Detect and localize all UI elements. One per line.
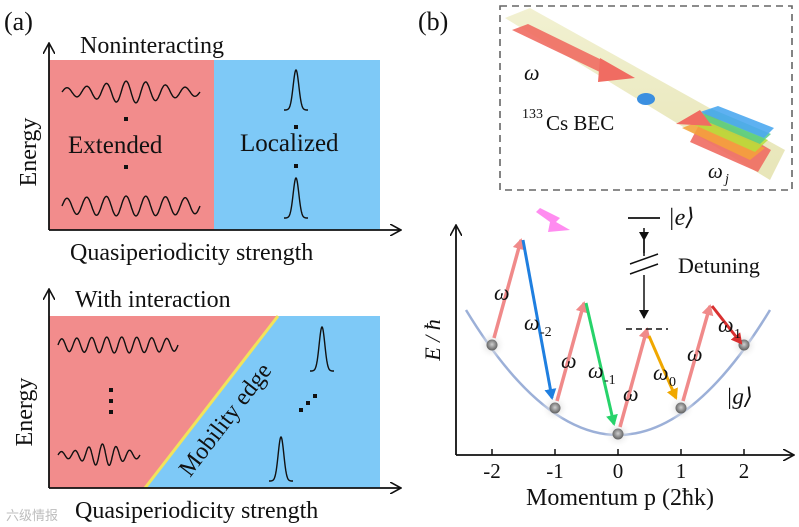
- isotope-label: 133: [522, 107, 543, 122]
- beam: [700, 106, 774, 138]
- omega-minus-1-subscript: -1: [604, 373, 616, 388]
- dot: [306, 401, 310, 405]
- ground-state-label: |g⟩: [726, 384, 753, 409]
- extended-wavefunction-lower: [61, 195, 201, 217]
- omega-minus-1-label: ω: [588, 358, 604, 383]
- omega-minus-2-label: ω: [524, 310, 540, 335]
- extended-wavefunction-lower: [57, 443, 141, 466]
- dot: [313, 394, 317, 398]
- mobility-edge-line: [143, 315, 280, 489]
- pointer-arrow: [536, 208, 570, 232]
- extended-label: Extended: [68, 132, 163, 159]
- emission-arrow-omega-0: [647, 335, 678, 400]
- top-phase-diagram: Noninteracting Quasiperiodicity strength…: [16, 33, 400, 266]
- atom-p-0: [612, 428, 624, 440]
- localized-wavefunction-upper: [284, 69, 308, 111]
- dot: [294, 164, 298, 168]
- bec-inset: ω 133 Cs BEC ω j: [499, 5, 793, 191]
- x-tick-label: 1: [676, 459, 687, 483]
- break-mark: [629, 263, 659, 275]
- momentum-axis-label: Momentum p (2ħk): [526, 485, 714, 511]
- top-xlabel: Quasiperiodicity strength: [70, 240, 313, 266]
- x-tick-label: -2: [483, 459, 501, 483]
- dot: [124, 165, 128, 169]
- atom-p-minus-1: [549, 402, 561, 414]
- absorption-arrow: [492, 238, 525, 339]
- omega-0-subscript: 0: [669, 375, 676, 390]
- break-mark: [629, 253, 659, 265]
- omega-1-label: ω: [718, 312, 734, 337]
- watermark: 六级情报: [6, 509, 58, 524]
- beam2-subscript: j: [723, 172, 729, 187]
- emission-arrow-omega-minus-1: [584, 302, 618, 426]
- localized-wavefunction-lower: [269, 436, 293, 482]
- extended-wavefunction-upper: [57, 336, 179, 354]
- dot: [294, 125, 298, 129]
- atom-p-1: [675, 402, 687, 414]
- localized-label: Localized: [240, 130, 339, 157]
- panel-b-label: (b): [418, 7, 448, 36]
- absorption-arrow: [618, 327, 651, 428]
- bottom-phase-diagram: With interaction Quasiperiodicity streng…: [12, 287, 400, 524]
- extended-region: [49, 316, 278, 488]
- extended-wavefunction-upper: [61, 80, 201, 104]
- dot: [299, 408, 303, 412]
- omega-minus-2-subscript: -2: [540, 325, 552, 340]
- absorption-arrow: [681, 304, 714, 402]
- emission-arrow-omega-1: [710, 305, 743, 345]
- energy-axis-label: E / ħ: [420, 319, 445, 362]
- dot: [124, 117, 128, 121]
- omega-label: ω: [494, 280, 510, 305]
- omega-0-label: ω: [653, 360, 669, 385]
- momentum-ticks: -2 -1 0 1 2: [483, 449, 749, 483]
- beam1-label: ω: [524, 60, 540, 85]
- beam: [694, 109, 771, 144]
- omega-label: ω: [623, 381, 639, 406]
- top-ylabel: Energy: [16, 118, 42, 187]
- x-tick-label: 2: [739, 459, 750, 483]
- omega-label: ω: [687, 341, 703, 366]
- bottom-xlabel: Quasiperiodicity strength: [75, 498, 318, 524]
- bec-cloud: [637, 93, 655, 105]
- atom-p-minus-2: [486, 339, 498, 351]
- excited-state-label: |e⟩: [668, 205, 695, 231]
- dot: [109, 388, 113, 392]
- dot: [109, 410, 113, 414]
- bottom-ylabel: Energy: [12, 378, 38, 447]
- top-title: Noninteracting: [80, 33, 224, 59]
- laser-beam-omega: [512, 24, 610, 74]
- beam: [682, 121, 765, 160]
- omega-label: ω: [561, 348, 577, 373]
- x-tick-label: 0: [613, 459, 624, 483]
- emission-arrow-omega-minus-2: [521, 239, 557, 400]
- localized-region: [214, 60, 380, 230]
- bec-label: Cs BEC: [546, 111, 614, 135]
- localized-wavefunction-upper: [310, 326, 334, 372]
- absorption-arrow: [555, 301, 588, 402]
- beam-head: [676, 110, 712, 126]
- dispersion-diagram: -2 -1 0 1 2 E / ħ Momentum p (2ħk) |e⟩: [420, 205, 793, 511]
- bottom-title: With interaction: [75, 287, 231, 313]
- dot: [109, 399, 113, 403]
- panel-a-label: (a): [4, 7, 33, 36]
- detuning-label: Detuning: [678, 253, 760, 278]
- omega-1-subscript: 1: [734, 327, 741, 342]
- beam2-label: ω: [708, 159, 723, 183]
- localized-wavefunction-lower: [284, 177, 308, 219]
- x-tick-label: -1: [546, 459, 564, 483]
- laser-beam-omega-head: [598, 58, 635, 82]
